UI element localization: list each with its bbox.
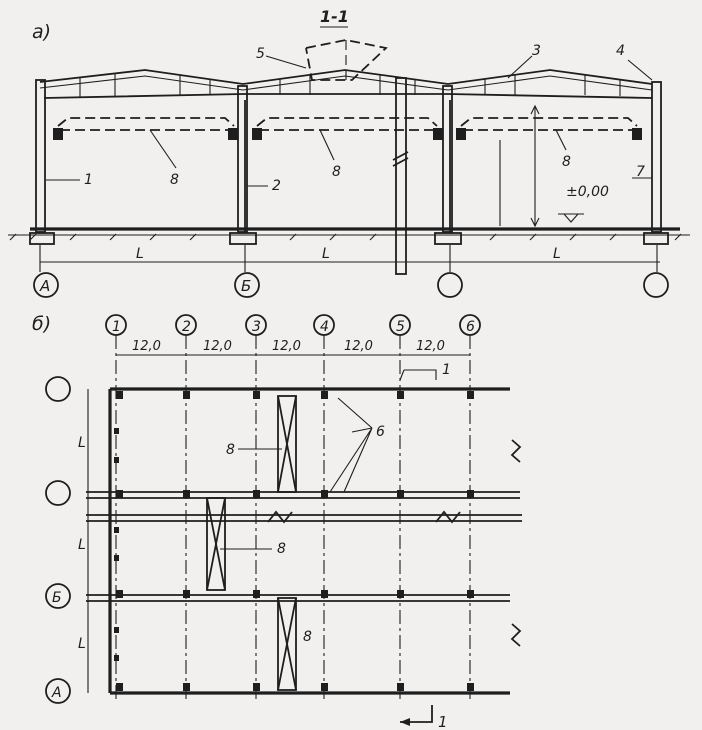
spacing-2: 12,0 bbox=[203, 339, 232, 354]
section-foundations bbox=[29, 232, 669, 245]
callout-7: 7 bbox=[636, 164, 645, 180]
section-cut-title: 1-1 bbox=[320, 7, 349, 26]
span-dimension: L L L bbox=[39, 245, 660, 272]
overhead-cranes bbox=[57, 117, 638, 131]
callout-8b: 8 bbox=[332, 164, 341, 180]
roof-trusses bbox=[39, 69, 653, 99]
section-view-label: а) bbox=[32, 21, 51, 43]
spacing-1: 12,0 bbox=[132, 339, 161, 354]
axis-circle-4 bbox=[643, 272, 669, 298]
section-axis-label-a: А bbox=[39, 277, 50, 295]
callout-3: 3 bbox=[532, 43, 541, 59]
ground-level bbox=[8, 227, 690, 241]
floor-plan-view: б) 1 2 3 4 5 6 12,0 12,0 12,0 12,0 12,0 bbox=[32, 313, 522, 730]
callout-8a: 8 bbox=[170, 172, 179, 188]
callout-1: 1 bbox=[84, 172, 93, 188]
axis-circle-a bbox=[33, 272, 59, 298]
spacing-3: 12,0 bbox=[272, 339, 301, 354]
section-cut-mark: 1 bbox=[400, 705, 448, 730]
cut-mark-label: 1 bbox=[438, 713, 448, 730]
plan-callout-8c: 8 bbox=[303, 629, 312, 645]
plan-walls bbox=[86, 387, 522, 695]
column-axis-1: 1 bbox=[112, 319, 121, 335]
column-axis-5: 5 bbox=[396, 319, 405, 335]
column-axis-3: 3 bbox=[252, 319, 261, 335]
section-span-label-1: L bbox=[136, 246, 144, 262]
plan-callout-8a: 8 bbox=[226, 442, 235, 458]
plan-cranes bbox=[206, 395, 297, 691]
column-axis-6: 6 bbox=[466, 319, 475, 335]
crane-brackets bbox=[53, 128, 642, 140]
section-span-label-3: L bbox=[553, 246, 561, 262]
axis-circle-b bbox=[234, 272, 260, 298]
plan-callouts: 1 6 8 8 8 bbox=[220, 362, 451, 645]
row-axis-a: А bbox=[51, 685, 62, 701]
plan-view-label: б) bbox=[32, 313, 51, 335]
column-axis-2: 2 bbox=[182, 319, 191, 335]
cross-section-view: а) 1-1 bbox=[8, 7, 690, 298]
callout-8c: 8 bbox=[562, 154, 571, 170]
spacing-5: 12,0 bbox=[416, 339, 445, 354]
axis-circle-3 bbox=[437, 272, 463, 298]
section-axis-label-b: Б bbox=[241, 277, 251, 295]
callout-5: 5 bbox=[256, 46, 265, 62]
plan-span-label-2: L bbox=[78, 537, 86, 553]
section-callouts: 5 3 4 1 2 7 8 8 8 bbox=[46, 43, 653, 194]
plan-callout-1: 1 bbox=[442, 362, 451, 378]
plan-span-label-3: L bbox=[78, 636, 86, 652]
section-axis-markers: А Б bbox=[33, 272, 669, 298]
plan-callout-6: 6 bbox=[376, 424, 385, 440]
column-axis-4: 4 bbox=[320, 319, 329, 335]
section-span-label-2: L bbox=[322, 246, 330, 262]
callout-2: 2 bbox=[272, 178, 281, 194]
section-columns bbox=[35, 77, 662, 275]
spacing-4: 12,0 bbox=[344, 339, 373, 354]
level-label: ±0,00 bbox=[566, 184, 609, 200]
level-mark: ±0,00 bbox=[558, 184, 609, 223]
plan-spacing-dimension: 12,0 12,0 12,0 12,0 12,0 bbox=[116, 339, 470, 356]
plan-span-label-1: L bbox=[78, 435, 86, 451]
row-axis-b: Б bbox=[52, 590, 62, 606]
plan-callout-8b: 8 bbox=[277, 541, 286, 557]
plan-columns bbox=[114, 391, 474, 691]
plan-row-axes: Б А L L L bbox=[45, 376, 86, 704]
callout-4: 4 bbox=[616, 43, 625, 59]
plan-column-axes: 1 2 3 4 5 6 bbox=[105, 314, 481, 336]
